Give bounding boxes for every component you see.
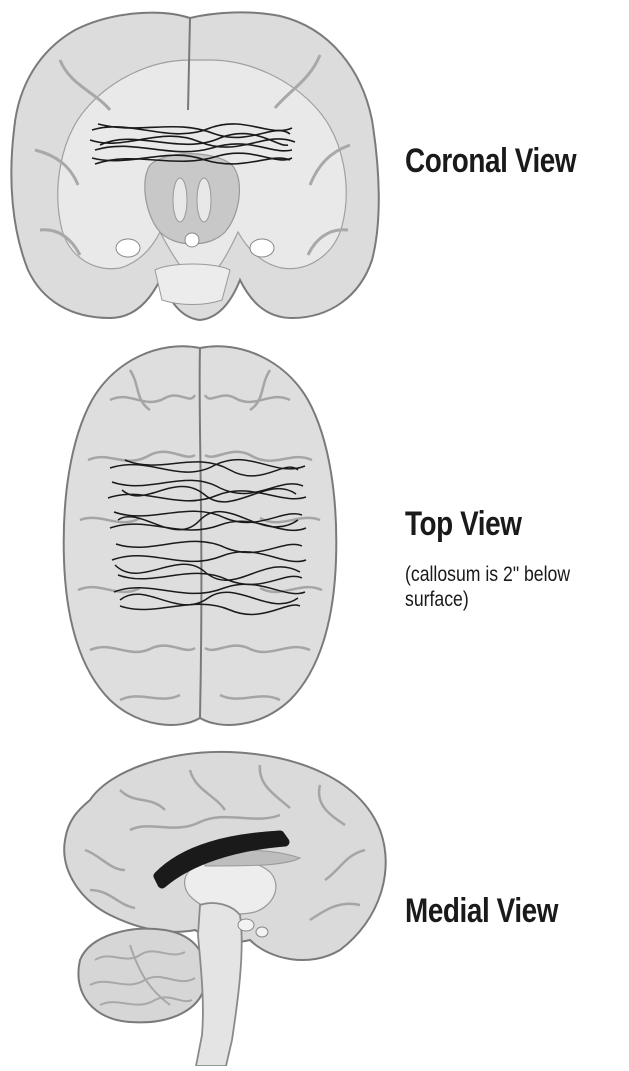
top-view-label: Top View <box>405 505 522 544</box>
coronal-view-label: Coronal View <box>405 142 576 181</box>
top-view-note-line-2: surface) <box>405 587 570 612</box>
top-brain-illustration <box>64 346 337 725</box>
coronal-brain-illustration <box>11 12 378 320</box>
medial-view-label: Medial View <box>405 892 558 931</box>
top-view-note: (callosum is 2" below surface) <box>405 562 570 612</box>
top-view-note-line-1: (callosum is 2" below <box>405 562 570 587</box>
medial-brain-illustration <box>64 752 385 1066</box>
